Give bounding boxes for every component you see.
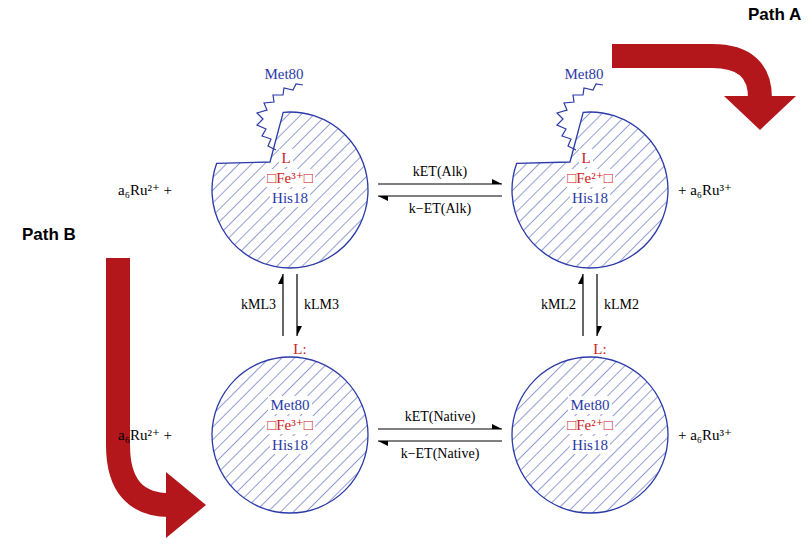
rate-constant: kML2 <box>539 297 578 313</box>
path-b-head <box>166 472 206 538</box>
residue-label: His18 <box>570 189 610 207</box>
path-a-arrow <box>612 56 760 98</box>
residue-label: Met80 <box>268 396 311 414</box>
residue-label: Met80 <box>568 396 611 414</box>
protein-body <box>212 357 368 513</box>
path-a-head <box>724 96 796 130</box>
residue-label: L <box>279 149 292 167</box>
equilibrium-arrow <box>378 428 502 429</box>
protein-state: Met80L □Fe²⁺□ His18 <box>510 65 670 270</box>
protein-shape <box>210 65 370 270</box>
protein-state: L: Met80 □Fe²⁺□ His18 <box>510 340 670 515</box>
residue-label: □Fe³⁺□ <box>265 416 315 434</box>
reagent-label: + a₆Ru³⁺ <box>678 181 732 199</box>
protein-state: Met80L □Fe³⁺□ His18 <box>210 65 370 270</box>
residue-label: His18 <box>570 436 610 454</box>
rate-constant: k−ET(Native) <box>399 446 482 462</box>
protein-body <box>212 112 368 268</box>
equilibrium-arrow <box>282 274 283 336</box>
residue-label: □Fe³⁺□ <box>265 169 315 187</box>
residue-label: L <box>579 149 592 167</box>
heading-label: L: <box>293 340 306 358</box>
reagent-label: a₆Ru²⁺ + <box>118 426 172 444</box>
rate-constant: kML3 <box>239 297 278 313</box>
reagent-label: + a₆Ru³⁺ <box>678 426 732 444</box>
path-label: Path B <box>22 226 76 244</box>
protein-state: L: Met80 □Fe³⁺□ His18 <box>210 340 370 515</box>
peptide-chain <box>557 84 603 150</box>
equilibrium-arrow <box>296 274 297 336</box>
equilibrium-arrow <box>582 274 583 336</box>
heading-label: Met80 <box>564 65 603 83</box>
equilibrium-arrow <box>378 440 502 441</box>
residue-label: □Fe²⁺□ <box>565 169 615 187</box>
rate-constant: kLM3 <box>302 297 341 313</box>
heading-label: Met80 <box>264 65 303 83</box>
residue-label: His18 <box>270 436 310 454</box>
peptide-chain <box>257 84 303 150</box>
heading-label: L: <box>593 340 606 358</box>
protein-body <box>512 112 668 268</box>
rate-constant: kLM2 <box>602 297 641 313</box>
protein-shape <box>510 65 670 270</box>
reagent-label: a₆Ru²⁺ + <box>118 181 172 199</box>
rate-constant: kET(Native) <box>403 409 478 425</box>
rate-constant: k−ET(Alk) <box>407 201 473 217</box>
protein-body <box>512 357 668 513</box>
equilibrium-arrow <box>378 183 502 184</box>
path-label: Path A <box>748 6 801 24</box>
path-b-arrow <box>118 258 170 505</box>
residue-label: His18 <box>270 189 310 207</box>
residue-label: □Fe²⁺□ <box>565 416 615 434</box>
equilibrium-arrow <box>596 274 597 336</box>
rate-constant: kET(Alk) <box>411 164 469 180</box>
equilibrium-arrow <box>378 195 502 196</box>
